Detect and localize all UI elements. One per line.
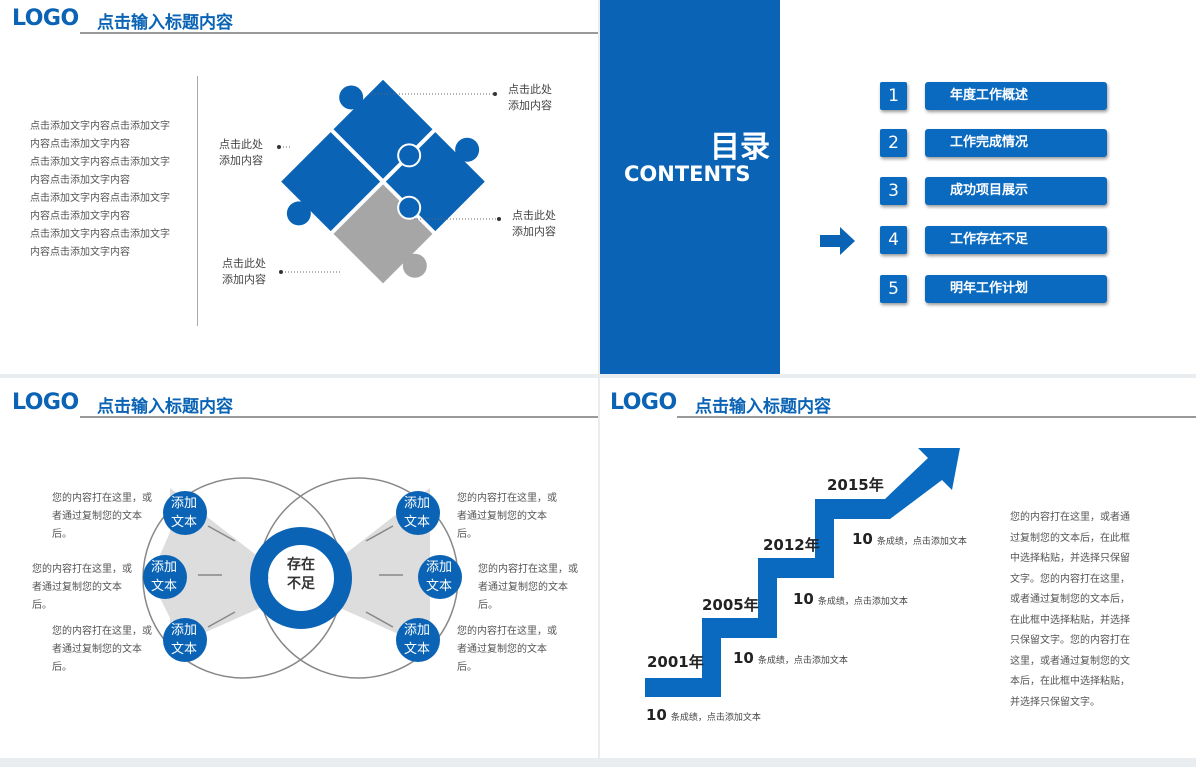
node-label: 添加文本 <box>426 560 453 594</box>
item-number: 2 <box>880 129 907 157</box>
item-number: 5 <box>880 275 907 303</box>
year-label: 2001年 <box>647 653 704 671</box>
item-number: 4 <box>880 226 907 254</box>
text: 条成绩，点击添加文本 <box>757 656 848 666</box>
arrow-right-icon <box>820 227 855 255</box>
logo: LOGO <box>12 390 79 415</box>
contents-title-en: CONTENTS <box>624 162 751 186</box>
callout-bottom: 点击此处添加内容 <box>222 257 266 286</box>
node-desc: 您的内容打在这里，或者通过复制您的文本后。 <box>457 493 557 540</box>
contents-band <box>600 0 780 374</box>
year-label: 2015年 <box>827 476 884 494</box>
year-label: 2005年 <box>702 596 759 614</box>
paragraph: 点击添加文字内容点击添加文字内容点击添加文字内容 <box>30 121 170 150</box>
slide-title: 点击输入标题内容 <box>97 13 233 33</box>
node-label: 添加文本 <box>151 560 178 594</box>
node-desc: 您的内容打在这里，或者通过复制您的文本后。 <box>52 626 152 673</box>
node-desc: 您的内容打在这里，或者通过复制您的文本后。 <box>457 626 557 673</box>
contents-title-cn: 目录 <box>710 130 770 165</box>
year-label: 2012年 <box>763 536 820 554</box>
text: 条成绩，点击添加文本 <box>670 713 761 723</box>
node-label: 添加文本 <box>171 496 198 530</box>
node-desc: 您的内容打在这里，或者通过复制您的文本后。 <box>52 493 152 540</box>
side-text: 您的内容打在这里，或者通过复制您的文本后，在此框中选择粘贴，并选择只保留文字。您… <box>1010 512 1130 708</box>
count: 10 <box>852 530 873 548</box>
text: 条成绩，点击添加文本 <box>876 537 967 547</box>
count: 10 <box>733 649 754 667</box>
header-divider <box>677 416 1196 418</box>
callout-right: 点击此处添加内容 <box>512 209 556 238</box>
count: 10 <box>646 706 667 724</box>
item-label: 年度工作概述 <box>925 82 1107 110</box>
item-number: 3 <box>880 177 907 205</box>
node-label: 添加文本 <box>404 623 431 657</box>
venn-center-label: 存在不足 <box>287 557 315 592</box>
item-label: 明年工作计划 <box>925 275 1107 303</box>
slide-contents[interactable]: 目录 CONTENTS 1 年度工作概述 2 工作完成情况 3 成功项目展示 4 工作存… <box>600 0 1196 374</box>
logo: LOGO <box>610 390 677 415</box>
count: 10 <box>793 590 814 608</box>
header-divider <box>80 32 598 34</box>
venn-graphic <box>142 477 462 679</box>
header-divider <box>80 416 598 418</box>
callout-left: 点击此处添加内容 <box>219 138 263 167</box>
callout-top-right: 点击此处添加内容 <box>508 83 552 112</box>
slide-title: 点击输入标题内容 <box>97 397 233 417</box>
node-desc: 您的内容打在这里，或者通过复制您的文本后。 <box>478 564 578 611</box>
paragraph: 点击添加文字内容点击添加文字内容点击添加文字内容 <box>30 229 170 258</box>
item-label: 工作存在不足 <box>925 226 1107 254</box>
item-label: 成功项目展示 <box>925 177 1107 205</box>
item-number: 1 <box>880 82 907 110</box>
left-text-block: 点击添加文字内容点击添加文字内容点击添加文字内容 点击添加文字内容点击添加文字内… <box>30 118 178 262</box>
slide-title: 点击输入标题内容 <box>695 397 831 417</box>
slide-stairs[interactable]: LOGO 点击输入标题内容 2001年 2005年 2012年 2015年 10… <box>600 378 1196 758</box>
paragraph: 点击添加文字内容点击添加文字内容点击添加文字内容 <box>30 157 170 186</box>
vertical-divider <box>197 76 198 326</box>
puzzle-graphic <box>277 76 501 287</box>
slide-venn[interactable]: LOGO 点击输入标题内容 存在不足 添加文本 添加文本 添加文本 添加文本 添… <box>0 378 598 758</box>
logo: LOGO <box>12 6 79 31</box>
node-desc: 您的内容打在这里，或者通过复制您的文本后。 <box>32 564 132 611</box>
item-label: 工作完成情况 <box>925 129 1107 157</box>
paragraph: 点击添加文字内容点击添加文字内容点击添加文字内容 <box>30 193 170 222</box>
node-label: 添加文本 <box>171 623 198 657</box>
text: 条成绩，点击添加文本 <box>817 597 908 607</box>
node-label: 添加文本 <box>404 496 431 530</box>
stair-arrow-graphic <box>645 448 960 697</box>
slide-puzzle[interactable]: LOGO 点击输入标题内容 点击添加文字内容点击添加文字内容点击添加文字内容 点… <box>0 0 598 374</box>
